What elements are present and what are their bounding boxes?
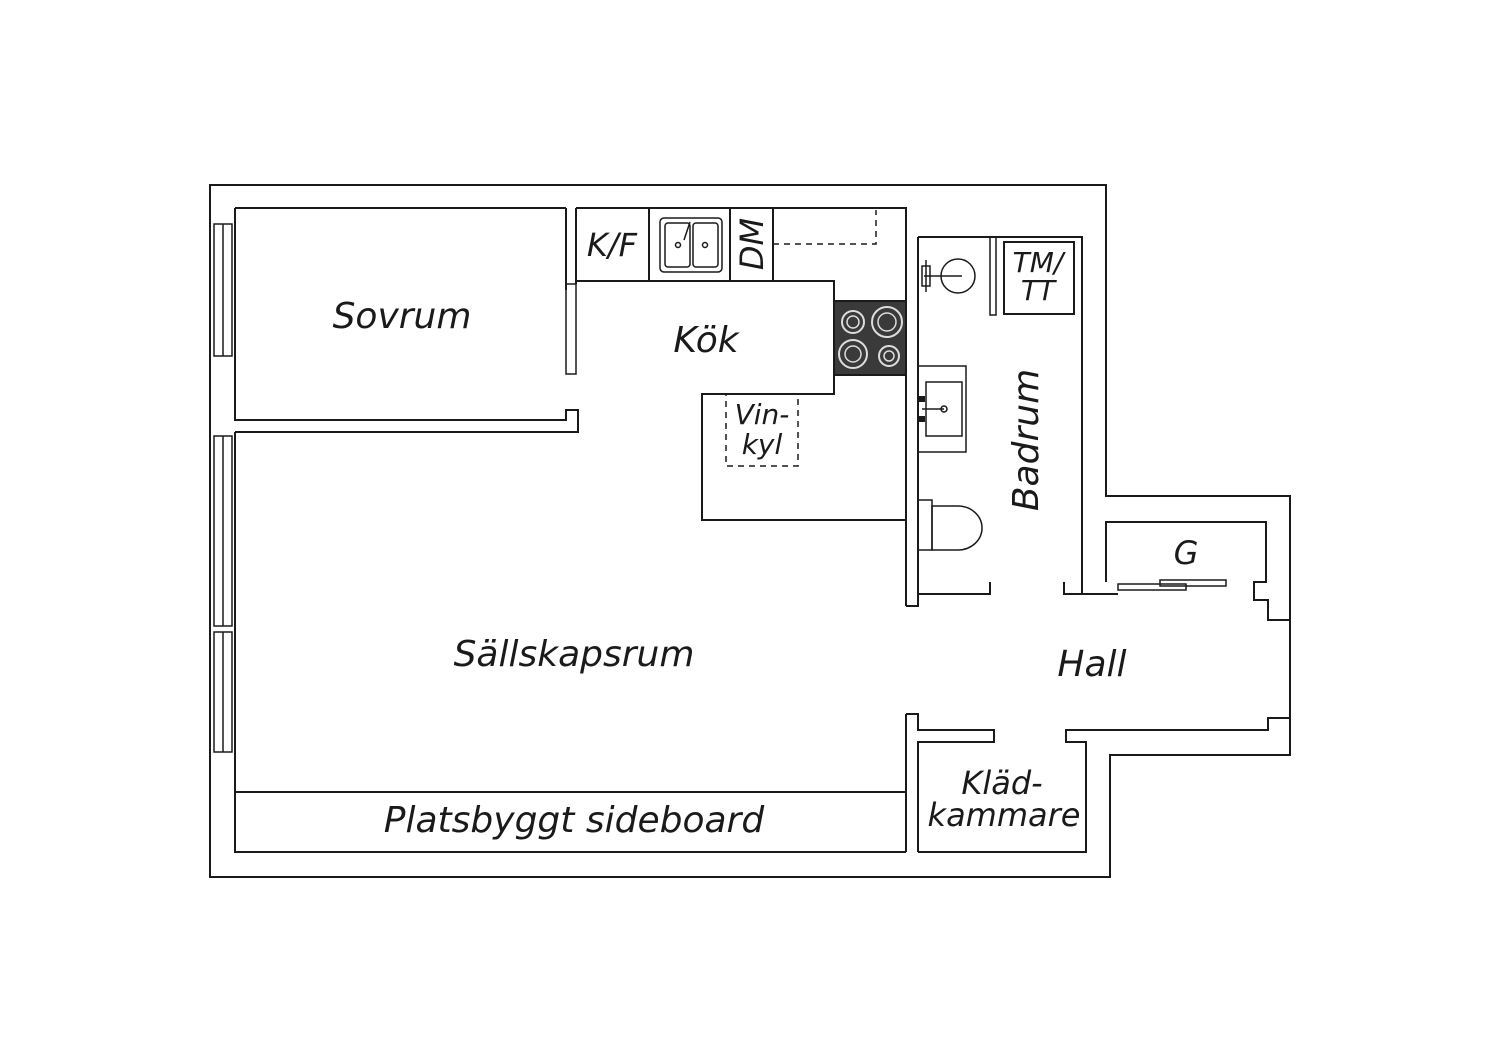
- toilet-icon: [917, 499, 983, 551]
- shower-screen: [989, 236, 997, 316]
- room-label-garderob: G: [1174, 534, 1199, 572]
- kitchen-sink-icon: [659, 217, 723, 273]
- fixture-label-tmtt-line2: TT: [1021, 274, 1057, 307]
- bedroom-door: [565, 208, 577, 375]
- room-label-kladkammare-line1: Kläd-: [961, 764, 1042, 802]
- room-label-kladkammare-line2: kammare: [928, 796, 1081, 834]
- room-label-sovrum: Sovrum: [333, 296, 472, 337]
- room-label-hall: Hall: [1057, 644, 1126, 685]
- fixture-label-tmtt-line1: TM/: [1013, 246, 1066, 279]
- washer-dryer-box: [1003, 241, 1075, 315]
- living-lower-partition: [905, 713, 995, 852]
- wine-fridge-dashed: [725, 393, 799, 467]
- room-label-kok: Kök: [673, 320, 740, 361]
- wardrobe-sliding-doors: [1117, 579, 1227, 591]
- room-label-sallskapsrum: Sällskapsrum: [454, 634, 695, 675]
- fixture-label-dm: DM: [733, 218, 771, 270]
- shower-head-icon: [921, 258, 976, 294]
- outer-wall: [209, 184, 1291, 878]
- closet-walls: [918, 717, 1290, 853]
- window-left-middle: [213, 435, 233, 627]
- sideboard-outline: [234, 432, 906, 853]
- room-label-sideboard: Platsbyggt sideboard: [384, 800, 766, 841]
- bedroom-walls: [234, 207, 579, 433]
- fixture-label-vinkyl-line1: Vin-: [735, 398, 790, 431]
- window-left-top: [213, 223, 233, 357]
- stove-icon: [833, 300, 907, 376]
- upper-cabinet-dashed: [773, 210, 877, 245]
- wardrobe-walls: [1105, 521, 1290, 621]
- fixture-label-vinkyl-line2: kyl: [742, 428, 783, 461]
- window-left-bottom: [213, 631, 233, 753]
- fixture-label-kf: K/F: [587, 226, 638, 264]
- washbasin-icon: [917, 365, 967, 453]
- room-label-badrum: Badrum: [1006, 369, 1047, 511]
